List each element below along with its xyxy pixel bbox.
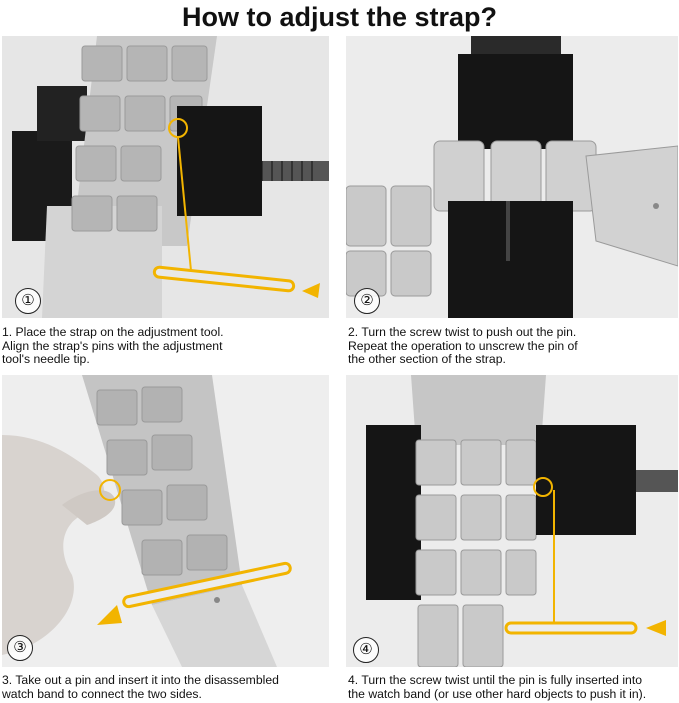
step-3-caption-line: watch band to connect the two sides. <box>2 686 202 701</box>
step-4-caption-line: 4. Turn the screw twist until the pin is… <box>348 673 642 687</box>
step-2-illustration <box>346 36 678 318</box>
step-1-number: ① <box>15 288 41 314</box>
step-4-caption: 4. Turn the screw twist until the pin is… <box>348 673 647 701</box>
step-2-caption-line: Repeat the operation to unscrew the pin … <box>348 338 578 353</box>
step-1-caption-line: tool's needle tip. <box>2 352 90 366</box>
step-1-caption-line: Align the strap's pins with the adjustme… <box>2 338 223 353</box>
step-4-caption-line: the watch band (or use other hard object… <box>348 686 647 701</box>
step-3-illustration <box>2 375 329 667</box>
step-3-caption: 3. Take out a pin and insert it into the… <box>2 673 279 701</box>
page-title: How to adjust the strap? <box>181 2 497 32</box>
step-4-number: ④ <box>353 637 379 663</box>
step-4-photo: ④ <box>346 375 678 667</box>
step-2-caption-line: the other section of the strap. <box>348 352 506 366</box>
step-1-photo: ① <box>2 36 329 318</box>
step-1-illustration <box>2 36 329 318</box>
step-3-number: ③ <box>7 635 33 661</box>
step-3-caption-line: 3. Take out a pin and insert it into the… <box>2 673 279 687</box>
step-4-illustration <box>346 375 678 667</box>
step-1-caption: 1. Place the strap on the adjustment too… <box>2 325 224 367</box>
step-2-caption: 2. Turn the screw twist to push out the … <box>348 325 578 367</box>
step-2-photo: ② <box>346 36 678 318</box>
step-1-caption-line: 1. Place the strap on the adjustment too… <box>2 325 224 339</box>
step-2-number: ② <box>354 288 380 314</box>
step-2-caption-line: 2. Turn the screw twist to push out the … <box>348 325 577 339</box>
step-3-photo: ③ <box>2 375 329 667</box>
